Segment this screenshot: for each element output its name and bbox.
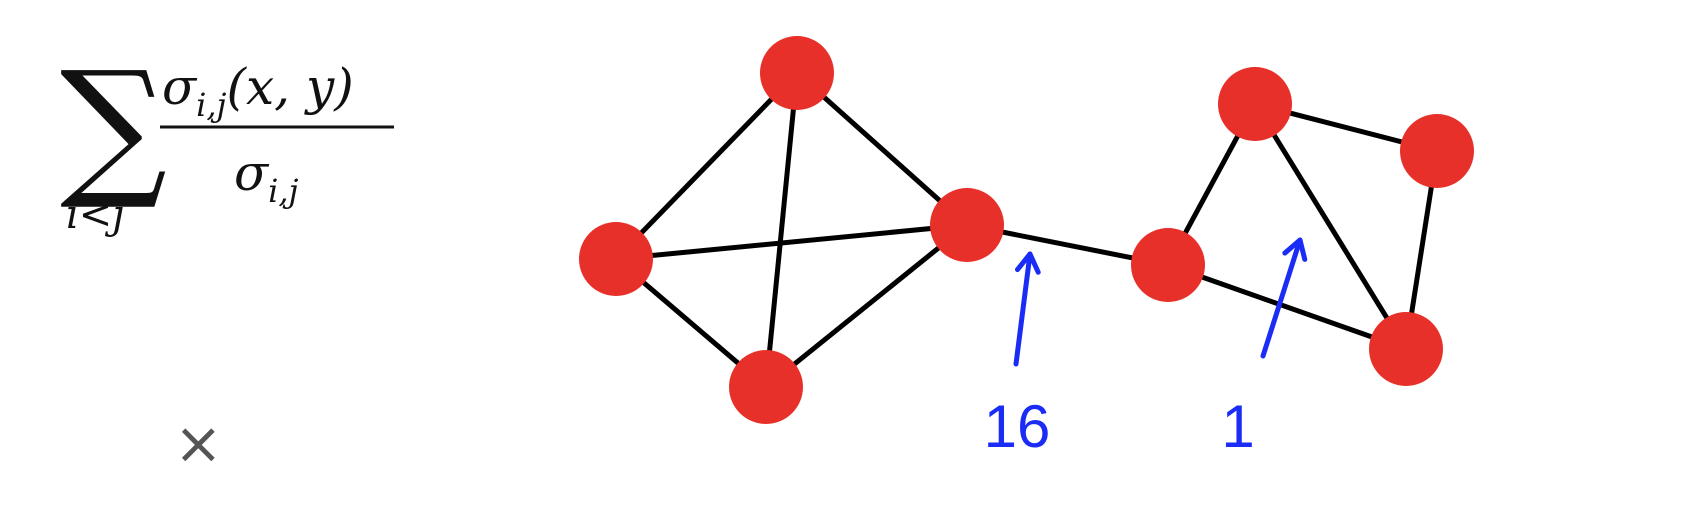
- node-top: [760, 36, 834, 110]
- formula-denominator: σi,j: [234, 144, 299, 210]
- numerator-args: (x, y): [226, 58, 353, 116]
- node-bottom: [729, 350, 803, 424]
- edge-right-top-right-bottom: [1252, 102, 1409, 351]
- graph-edges: [614, 71, 1440, 389]
- betweenness-formula: ∑ i<j σi,j(x, y) σi,j: [60, 40, 394, 238]
- edge-bottom-center: [764, 223, 969, 389]
- edge-top-bottom: [763, 72, 800, 388]
- denominator-subscript: i,j: [268, 172, 298, 210]
- sum-symbol: ∑: [60, 40, 167, 214]
- node-left: [579, 222, 653, 296]
- annotation-label: 1: [1221, 393, 1254, 460]
- denominator-sigma: σ: [234, 144, 270, 202]
- graph-nodes: [579, 36, 1474, 424]
- node-bridge: [1131, 228, 1205, 302]
- annotation-16: 16: [984, 251, 1051, 460]
- annotation-label: 16: [984, 393, 1051, 460]
- sum-index: i<j: [66, 192, 125, 238]
- formula-numerator: σi,j(x, y): [162, 58, 354, 124]
- node-right-bottom: [1369, 312, 1443, 386]
- arrow-head-icon: [1282, 237, 1308, 262]
- node-far-right: [1400, 114, 1474, 188]
- close-icon[interactable]: ×: [174, 409, 223, 477]
- edge-top-left: [614, 71, 799, 261]
- edge-left-center: [615, 222, 968, 262]
- arrow-shaft: [1013, 251, 1033, 367]
- arrow-shaft: [1260, 237, 1303, 359]
- annotation-1: 1: [1221, 237, 1308, 460]
- edge-top-center: [795, 71, 969, 227]
- numerator-subscript: i,j: [196, 86, 226, 124]
- node-center: [930, 188, 1004, 262]
- edge-bridge-right-bottom: [1167, 262, 1407, 352]
- edge-annotations: 16 1: [984, 237, 1308, 460]
- node-right-top: [1218, 67, 1292, 141]
- numerator-sigma: σ: [162, 58, 198, 116]
- arrow-head-icon: [1014, 251, 1041, 275]
